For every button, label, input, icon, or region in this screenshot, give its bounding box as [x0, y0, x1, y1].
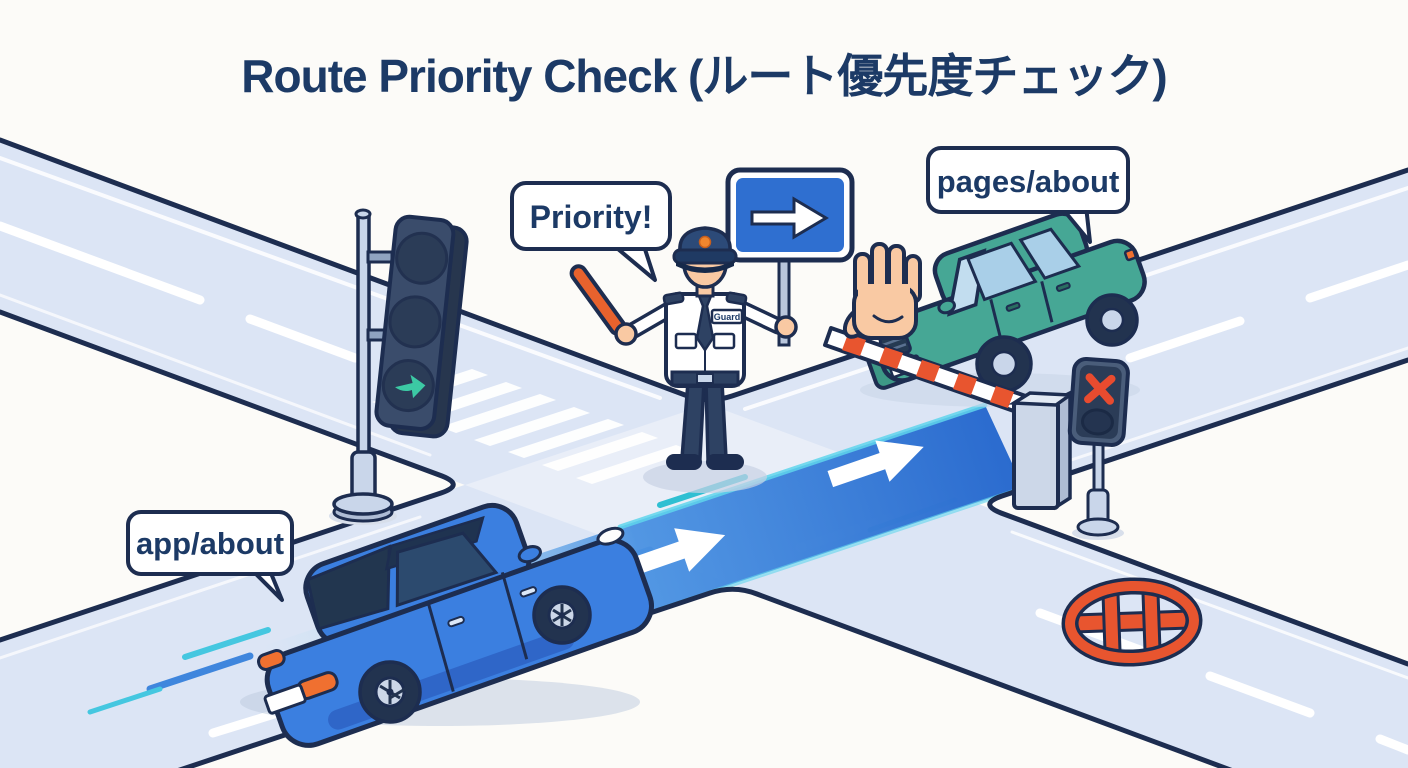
stop-hand-icon	[842, 242, 922, 340]
cap-emblem-icon	[698, 235, 712, 249]
traffic-light	[329, 208, 469, 525]
route-glow-top	[617, 402, 988, 530]
pages-route-speech-bubble: pages/about	[926, 146, 1130, 244]
guard-left-hand	[614, 322, 638, 346]
priority-direction-sign	[725, 167, 855, 347]
traffic-light-lens-off	[395, 231, 449, 285]
page-title: Route Priority Check (ルート優先度チェック)	[241, 50, 1166, 102]
guard-tie	[695, 294, 715, 353]
app-route-speech-bubble: app/about	[126, 510, 294, 602]
priority-speech-bubble: Priority!	[510, 181, 672, 282]
guard-right-hand	[774, 315, 798, 339]
pages-car-mirror	[937, 298, 956, 315]
barrier-post	[1012, 400, 1060, 510]
route-arrow-icon	[827, 440, 924, 488]
guard-badge-label: Guard	[714, 312, 741, 322]
barrier-gate	[823, 326, 1076, 511]
green-arrow-icon	[395, 374, 426, 399]
route-arrow-icon	[623, 528, 726, 578]
no-entry-road-marking	[1061, 577, 1203, 667]
blocked-signal	[1067, 357, 1130, 540]
guard-figure: Guard	[569, 226, 798, 470]
red-x-icon	[1084, 373, 1116, 405]
app-car	[256, 502, 654, 748]
guard-badge	[710, 308, 744, 325]
blocked-signal-pole	[1092, 442, 1105, 498]
app-car-mirror	[517, 545, 542, 564]
app-car-rear-window	[305, 544, 391, 631]
app-car-taillight	[256, 649, 286, 671]
right-arrow-icon	[750, 196, 829, 240]
blocked-signal-lens	[1080, 408, 1114, 436]
app-car-headlight	[596, 526, 625, 546]
guard-shadow	[643, 461, 767, 493]
app-car-side-window	[395, 531, 499, 608]
priority-bubble-label: Priority!	[530, 199, 653, 235]
pages-route-bubble-label: pages/about	[937, 164, 1120, 199]
traffic-light-lens-off	[388, 295, 442, 349]
app-car-plate	[263, 683, 307, 715]
app-route-bubble-label: app/about	[136, 526, 284, 561]
